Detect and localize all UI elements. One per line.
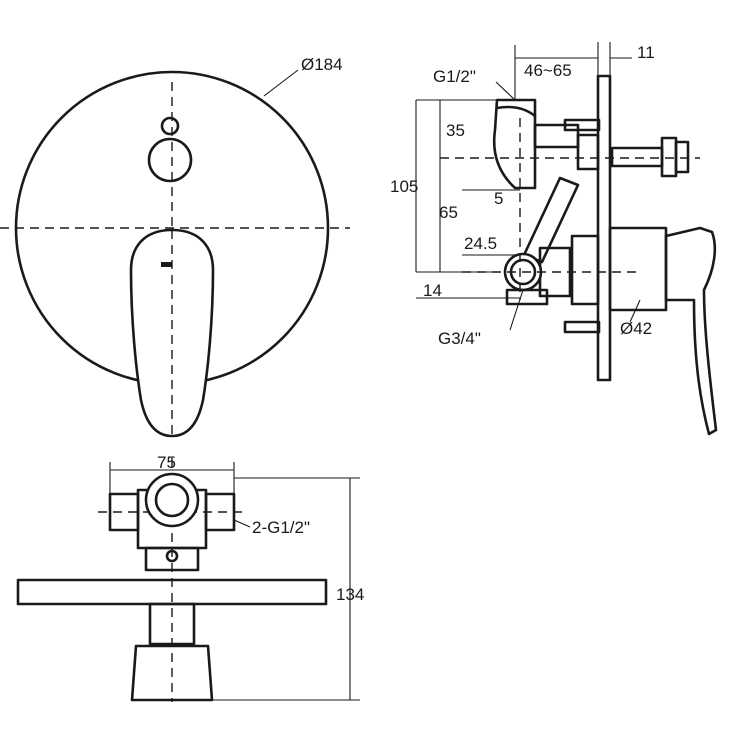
label-134: 134 (336, 585, 364, 604)
bottom-nut (505, 288, 549, 306)
handle-escutcheon-outer (608, 226, 668, 312)
diverter-knob-ring (147, 137, 193, 183)
label-5: 5 (494, 189, 503, 208)
diverter-knob-small (160, 116, 180, 136)
diverter-stem (610, 146, 664, 168)
top-body-curve (495, 105, 537, 118)
diverter-knob-top (165, 549, 179, 563)
handle-escutcheon-inner (570, 234, 600, 306)
leader-g12 (495, 81, 516, 101)
diverter-knob-cap (674, 140, 690, 174)
label-14: 14 (423, 281, 442, 300)
label-11: 11 (637, 43, 655, 62)
leader-dia184 (263, 69, 299, 97)
valve-neck-top (144, 546, 200, 572)
label-105: 105 (390, 177, 418, 196)
brand-logo-mark (161, 262, 172, 267)
connecting-pipe (522, 176, 580, 264)
lever-side-profile (664, 226, 718, 436)
valve-top-circle-inner (154, 482, 190, 518)
leader-2-g12 (233, 519, 251, 528)
label-dia184: Ø184 (301, 55, 343, 74)
label-dia42: Ø42 (620, 319, 652, 338)
label-g12-top: G1/2" (433, 67, 476, 86)
label-75: 75 (157, 453, 176, 472)
leader-dia42 (629, 299, 641, 323)
label-2-g12: 2-G1/2" (252, 518, 310, 537)
top-valve-body (492, 98, 537, 190)
diverter-knob-body (660, 136, 678, 178)
top-body-neck (533, 123, 580, 149)
upper-bolt (563, 118, 601, 132)
top-view: 75 2-G1/2" 134 (16, 453, 364, 702)
label-g34: G3/4" (438, 329, 481, 348)
side-view: G1/2" 46~65 11 35 105 65 5 24.5 14 G3/4"… (390, 42, 718, 436)
leader-g34 (509, 289, 524, 331)
lower-bolt (563, 320, 601, 334)
lever-handle (129, 228, 215, 438)
lower-body-top (148, 602, 196, 646)
cartridge-base (576, 133, 600, 171)
label-65: 65 (439, 203, 458, 222)
label-24-5: 24.5 (464, 234, 497, 253)
label-46-65: 46~65 (524, 61, 572, 80)
label-35: 35 (446, 121, 465, 140)
front-view: Ø184 (0, 55, 350, 442)
valve-top-circle-outer (144, 472, 200, 528)
